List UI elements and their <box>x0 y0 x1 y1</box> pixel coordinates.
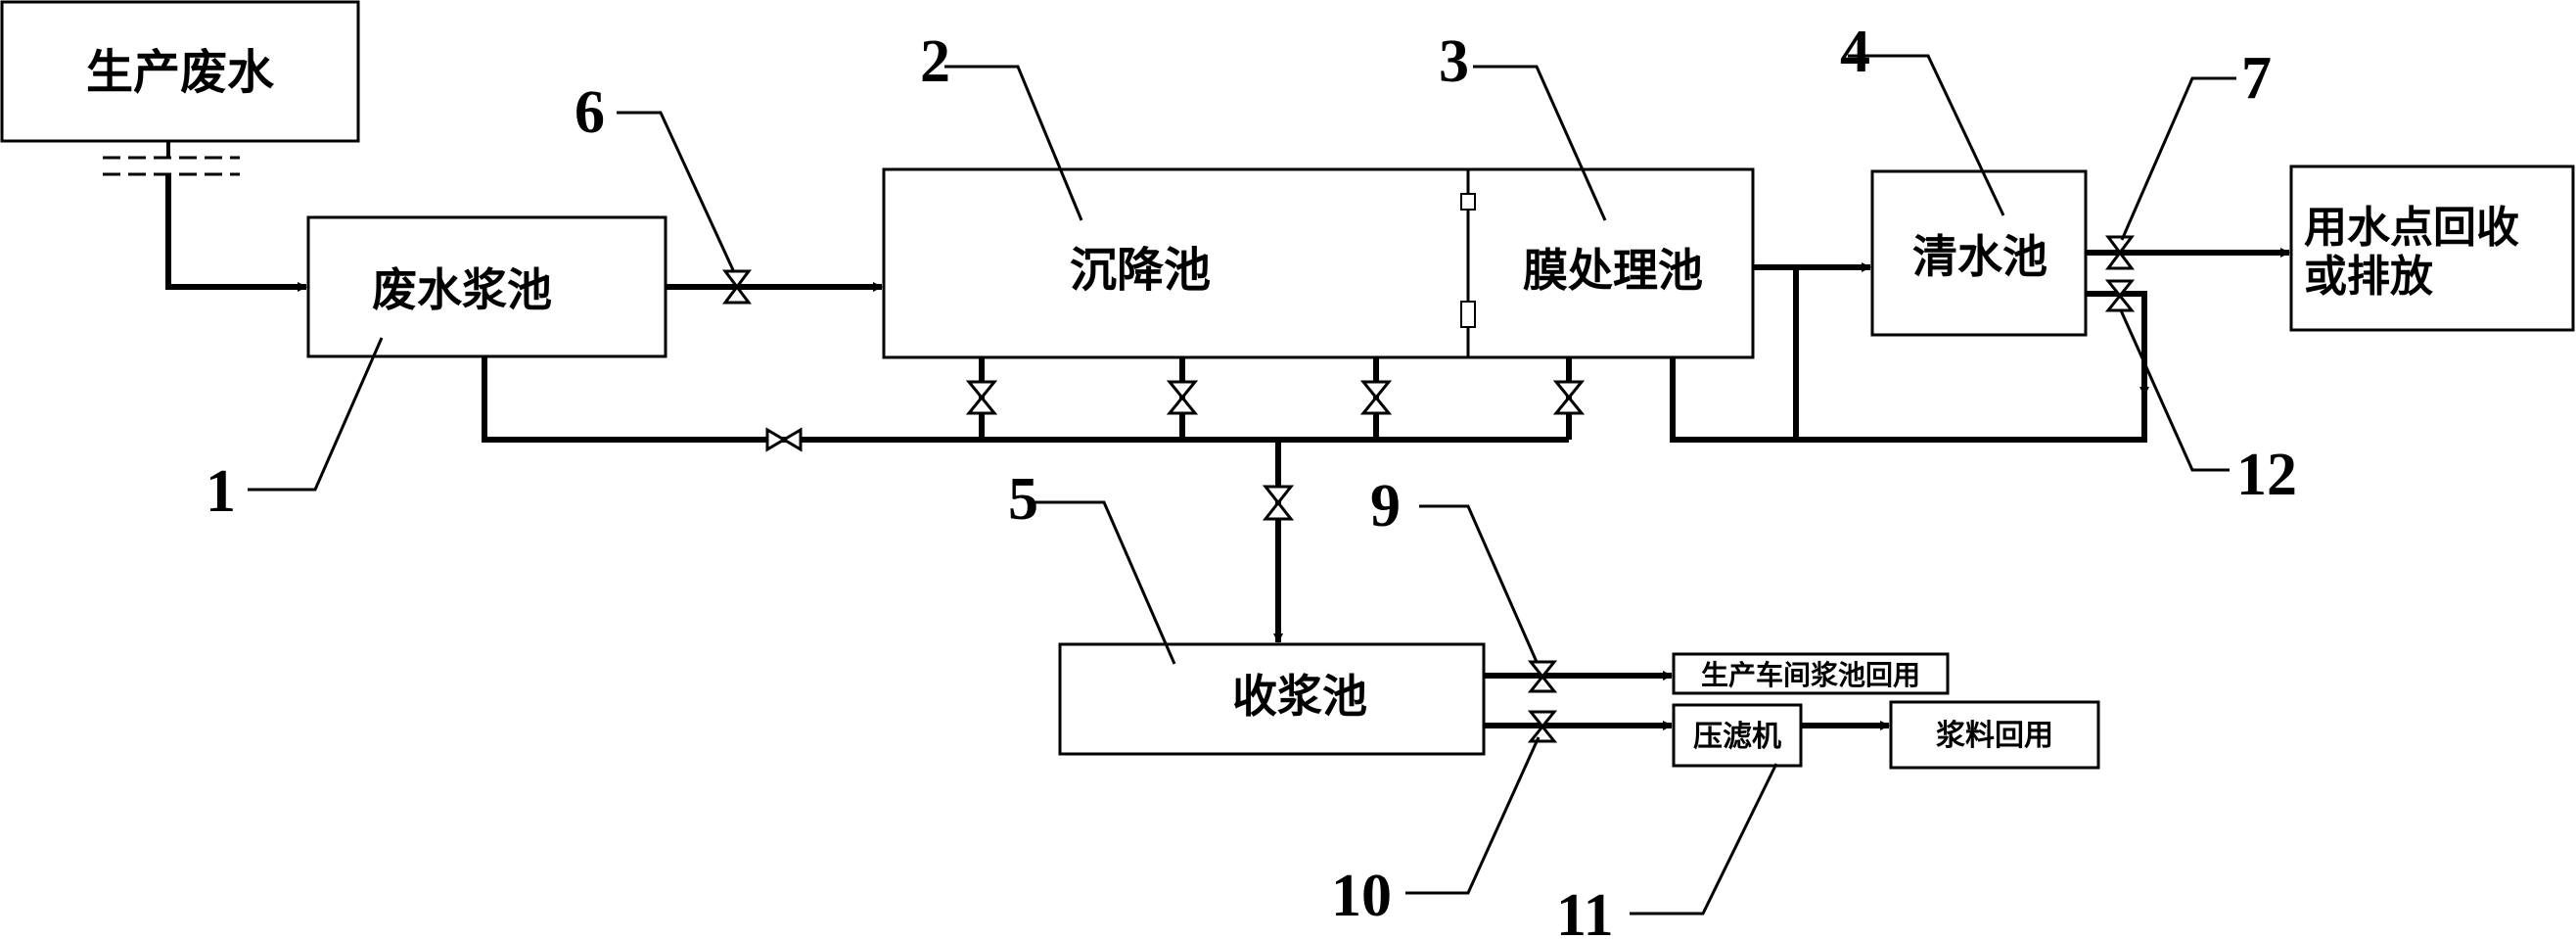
partition-opening-top <box>1460 193 1476 211</box>
box-water-use-point-label: 用水点回收 <box>2304 203 2519 253</box>
valve-9-icon <box>1527 660 1558 693</box>
callout-3: 3 <box>1439 28 1469 95</box>
valve-6-icon <box>722 269 752 305</box>
box-settling-tank-label: 沉降池 <box>1070 243 1211 298</box>
box-slurry-reuse-label: 浆料回用 <box>1936 719 2053 753</box>
valve-drain-4-icon <box>1552 380 1586 415</box>
callout-4: 4 <box>1840 19 1870 85</box>
valve-drain-1-icon <box>965 380 998 415</box>
box-filter-press-label: 压滤机 <box>1693 720 1781 754</box>
box-water-use-point: 用水点回收 或排放 <box>2289 164 2575 332</box>
callout-5: 5 <box>1008 466 1038 533</box>
leader-1 <box>248 337 384 492</box>
leader-5 <box>1028 500 1176 665</box>
leader-11 <box>1630 763 1778 916</box>
valves <box>722 235 2136 743</box>
valve-collection-icon <box>1262 485 1295 521</box>
pipe-bottom-manifold <box>482 356 1569 443</box>
leader-12 <box>2119 309 2230 472</box>
box-slurry-collection-tank: 收浆池 <box>1058 642 1486 756</box>
leader-2 <box>944 65 1083 221</box>
leader-10 <box>1405 736 1541 895</box>
box-membrane-tank-label: 膜处理池 <box>1523 244 1703 297</box>
callout-11: 11 <box>1556 882 1614 939</box>
valve-manifold-icon <box>765 427 803 452</box>
box-wastewater-slurry-tank: 废水浆池 <box>306 215 667 358</box>
leader-7 <box>2120 76 2236 241</box>
callout-2: 2 <box>920 28 950 95</box>
partition-opening-bottom <box>1460 301 1476 328</box>
valve-drain-2-icon <box>1166 380 1199 415</box>
callout-6: 6 <box>575 79 605 146</box>
leader-3 <box>1473 65 1607 221</box>
callout-10: 10 <box>1331 863 1392 929</box>
box-workshop-reuse: 生产车间浆池回用 <box>1672 652 1950 695</box>
leader-9 <box>1419 504 1539 663</box>
valve-drain-3-icon <box>1359 380 1393 415</box>
box-production-wastewater-label: 生产废水 <box>86 45 275 100</box>
leader-6 <box>617 111 736 273</box>
callout-1: 1 <box>206 458 236 525</box>
box-production-wastewater: 生产废水 <box>0 0 360 143</box>
callout-9: 9 <box>1370 473 1401 540</box>
leader-lines <box>248 54 2236 916</box>
box-filter-press: 压滤机 <box>1672 703 1803 768</box>
pipes <box>103 141 2290 730</box>
box-settling-membrane: 沉降池 膜处理池 <box>882 167 1755 359</box>
callout-7: 7 <box>2241 45 2272 112</box>
box-slurry-reuse: 浆料回用 <box>1889 700 2100 770</box>
pipe-source-to-slurry-tank <box>165 174 307 292</box>
valve-12-icon <box>2104 279 2136 312</box>
pipe-return-loop <box>1670 357 2147 443</box>
box-slurry-collection-tank-label: 收浆池 <box>1232 670 1367 723</box>
valve-10-icon <box>1527 710 1558 743</box>
box-clear-water-tank-label: 清水池 <box>1912 230 2047 283</box>
box-clear-water-tank: 清水池 <box>1870 169 2088 337</box>
leader-4 <box>1848 54 2005 216</box>
box-wastewater-slurry-tank-label: 废水浆池 <box>372 263 552 316</box>
box-water-use-point-label-line2: 或排放 <box>2304 252 2433 302</box>
callout-12: 12 <box>2236 442 2297 508</box>
callout-numbers: 1 2 3 4 5 6 7 9 10 11 12 <box>206 19 2297 939</box>
box-workshop-reuse-label: 生产车间浆池回用 <box>1701 659 1920 691</box>
